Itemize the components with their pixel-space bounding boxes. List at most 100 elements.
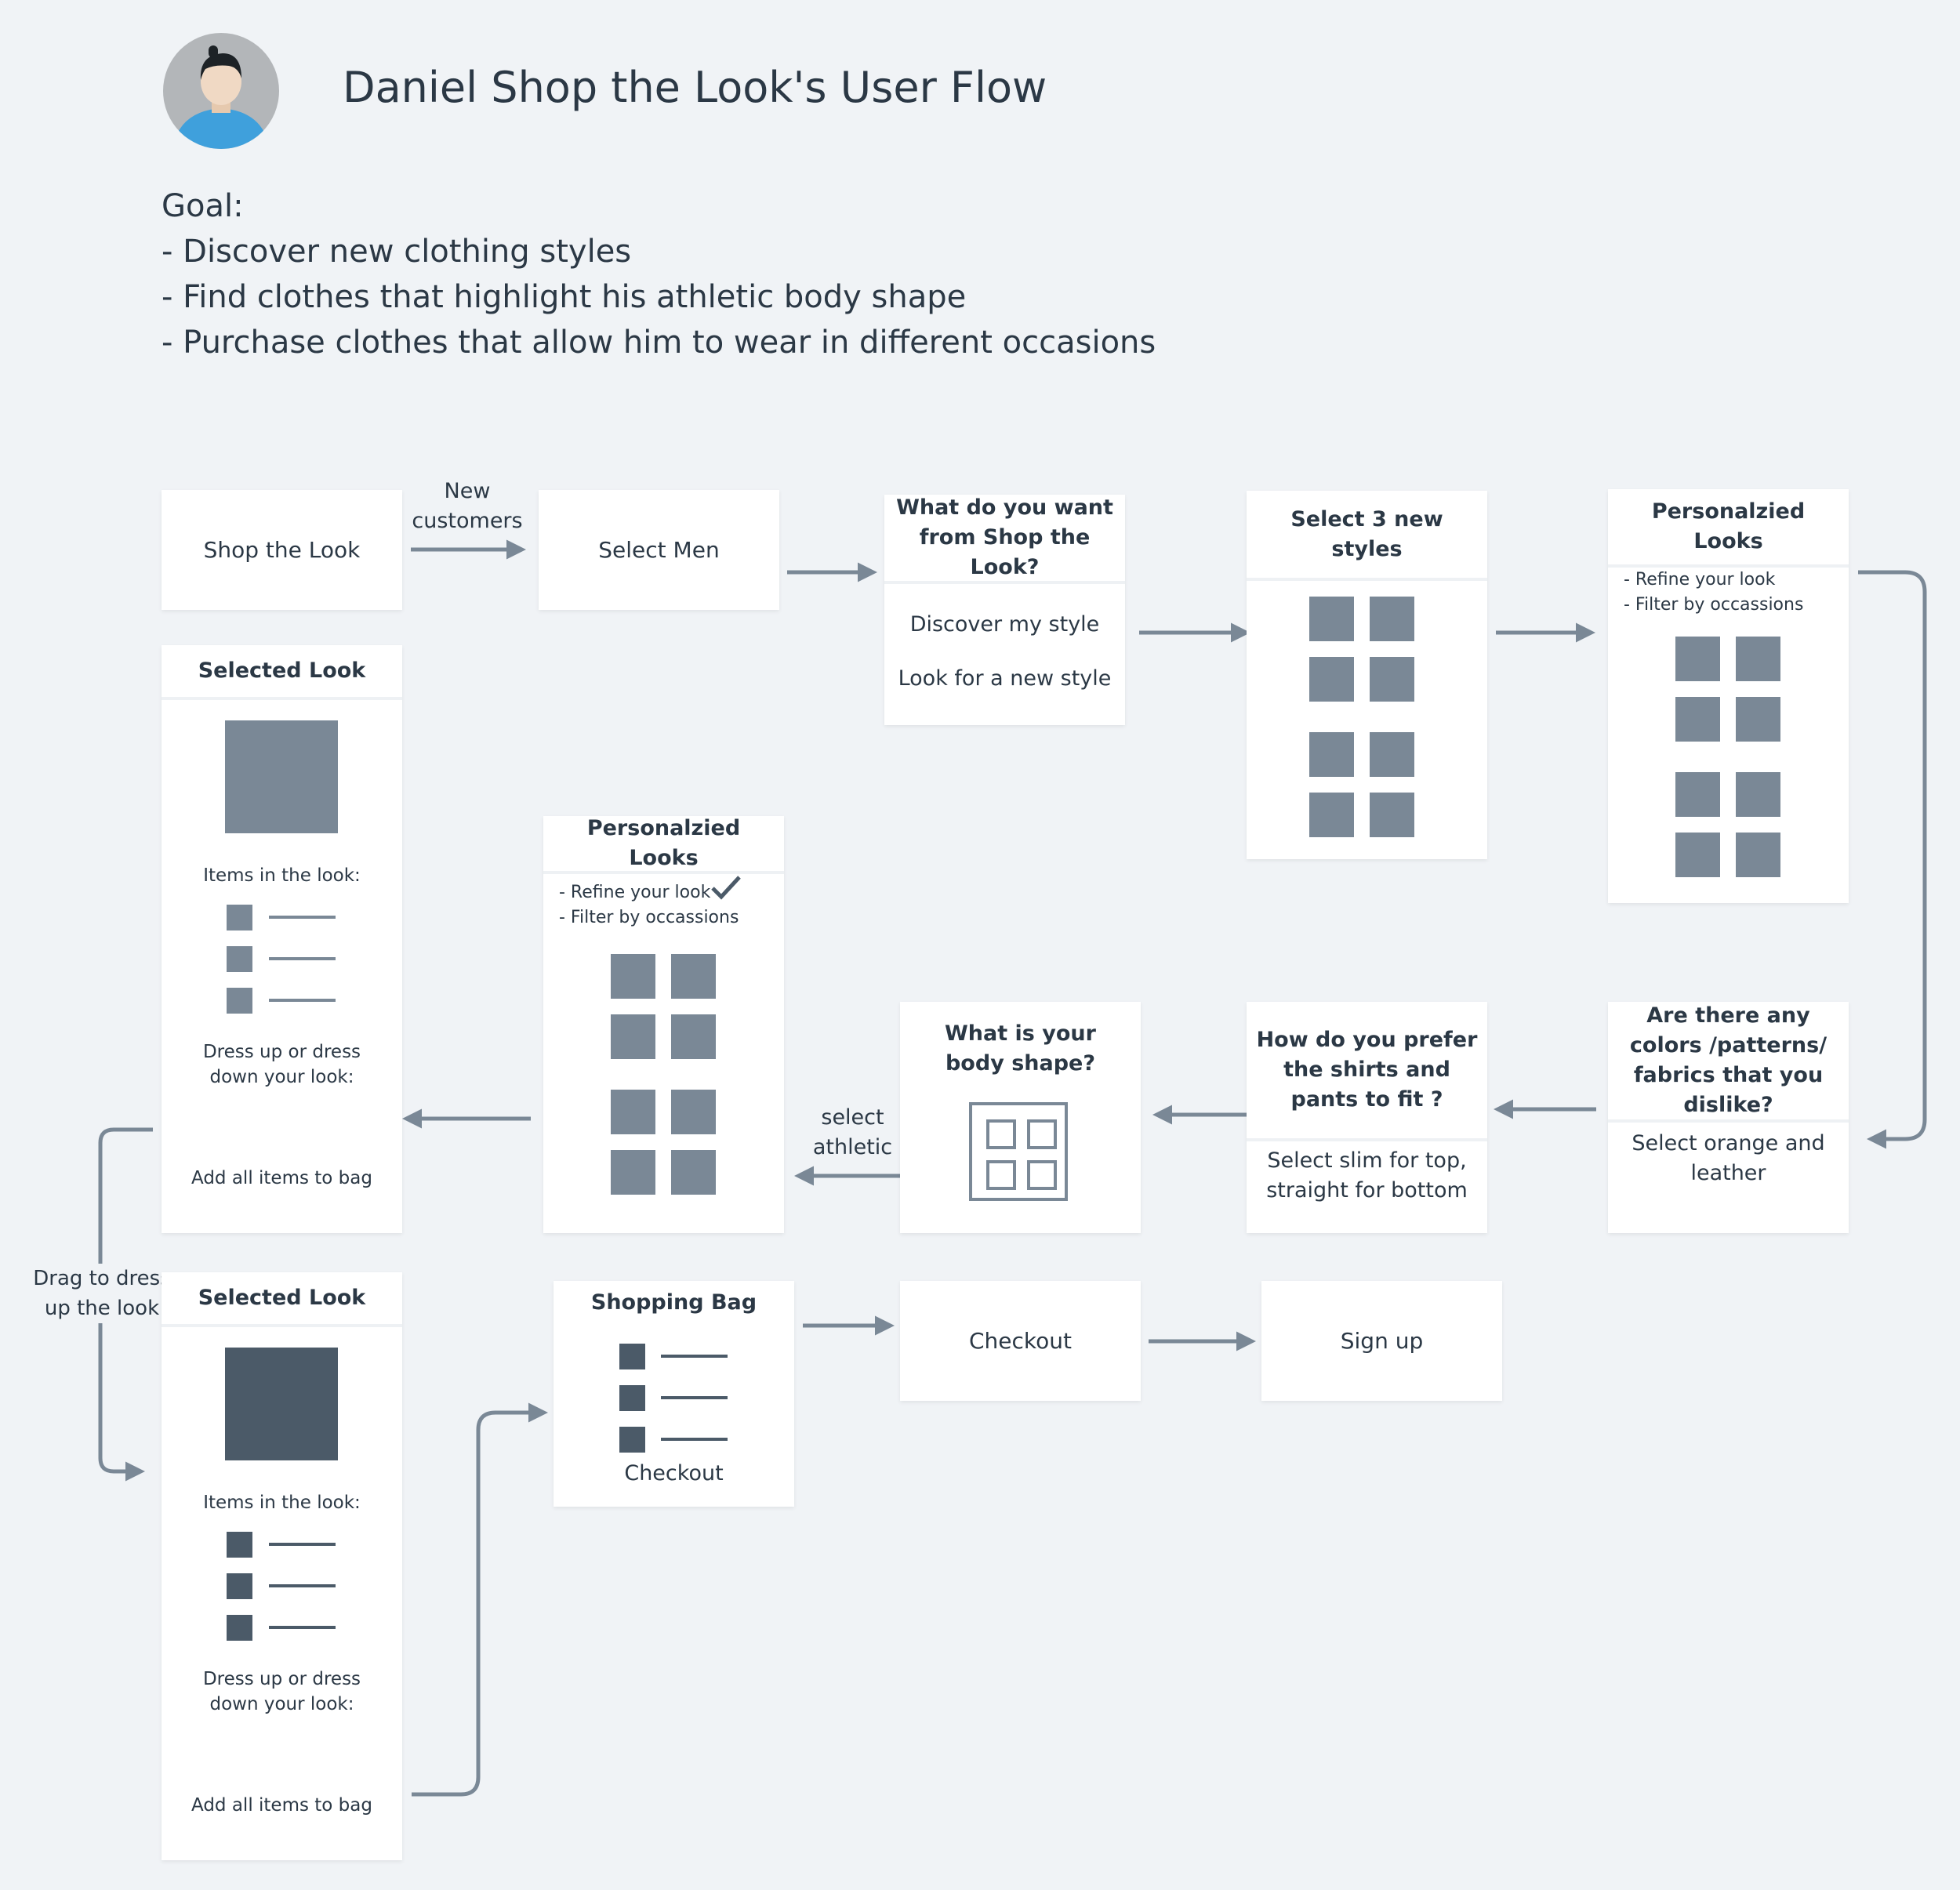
style-tile[interactable] <box>1370 732 1414 777</box>
personalized-2-title: Personalzied Looks <box>543 816 784 874</box>
node-personalized-looks-1[interactable]: Personalzied Looks - Refine your look - … <box>1608 489 1849 903</box>
style-tile[interactable] <box>1309 657 1354 702</box>
style-tile[interactable] <box>1309 597 1354 641</box>
look-tile[interactable] <box>671 954 716 999</box>
selected-look-image[interactable] <box>225 720 338 833</box>
node-shop-the-look[interactable]: Shop the Look <box>162 490 402 610</box>
body-shape-title: What is your body shape? <box>945 1021 1096 1076</box>
label-drag-to-dress: Drag to dress up the look <box>31 1264 172 1323</box>
arrow-selected-to-bag <box>412 1402 548 1797</box>
goal-heading: Goal: <box>162 188 244 224</box>
fit-question-title: How do you prefer the shirts and pants t… <box>1247 1002 1487 1141</box>
look-tile[interactable] <box>1736 697 1780 742</box>
item-line <box>269 1626 336 1629</box>
checkmark-icon <box>711 876 741 900</box>
want-title: What do you want from Shop the Look? <box>884 495 1125 584</box>
bag-item-line <box>661 1355 728 1358</box>
style-tile[interactable] <box>1370 597 1414 641</box>
dress-slider[interactable] <box>190 1739 386 1768</box>
look-tile[interactable] <box>611 1014 655 1059</box>
label-new-customers: New customers <box>412 479 523 533</box>
colors-question-title: Are there any colors /patterns/ fabrics … <box>1608 1002 1849 1123</box>
bag-item-thumb[interactable] <box>619 1344 645 1369</box>
items-in-look-label: Items in the look: <box>203 865 361 886</box>
refine-look-link-1[interactable]: - Refine your look <box>1624 570 1776 589</box>
node-select-men[interactable]: Select Men <box>539 490 779 610</box>
dress-up-label: Dress up or dress down your look: <box>202 1042 361 1087</box>
look-tile[interactable] <box>1736 772 1780 817</box>
node-sign-up[interactable]: Sign up <box>1261 1281 1502 1401</box>
look-tile[interactable] <box>1675 833 1720 877</box>
node-checkout[interactable]: Checkout <box>900 1281 1141 1401</box>
look-tile[interactable] <box>611 1150 655 1195</box>
goal-section: Goal: - Discover new clothing styles - F… <box>162 183 1156 365</box>
body-shape-option[interactable] <box>986 1119 1016 1149</box>
filter-occasions-link-1[interactable]: - Filter by occassions <box>1624 595 1804 615</box>
bag-checkout-button[interactable]: Checkout <box>624 1461 724 1486</box>
look-tile[interactable] <box>671 1090 716 1134</box>
style-tile[interactable] <box>1370 793 1414 837</box>
label-select-athletic: select athletic <box>812 1105 893 1159</box>
add-all-items-button-2[interactable]: Add all items to bag <box>191 1795 372 1816</box>
style-tile[interactable] <box>1370 657 1414 702</box>
user-avatar-icon <box>163 33 279 149</box>
bag-item-line <box>661 1438 728 1441</box>
selected-look-1-title: Selected Look <box>162 645 402 700</box>
body-shape-option[interactable] <box>1027 1160 1057 1190</box>
node-what-do-you-want[interactable]: What do you want from Shop the Look? Dis… <box>884 495 1125 725</box>
node-selected-look-2[interactable]: Selected Look Items in the look: Dress u… <box>162 1272 402 1860</box>
node-selected-look-1[interactable]: Selected Look Items in the look: Dress u… <box>162 645 402 1233</box>
item-thumb[interactable] <box>227 988 252 1014</box>
node-fit-question[interactable]: How do you prefer the shirts and pants t… <box>1247 1002 1487 1233</box>
node-personalized-looks-2[interactable]: Personalzied Looks - Refine your look - … <box>543 816 784 1233</box>
item-thumb[interactable] <box>227 946 252 972</box>
option-discover-my-style[interactable]: Discover my style <box>909 612 1100 637</box>
body-shape-option[interactable] <box>1027 1119 1057 1149</box>
bag-item-thumb[interactable] <box>619 1385 645 1411</box>
filter-occasions-link-2[interactable]: - Filter by occassions <box>559 908 739 927</box>
body-shape-option[interactable] <box>986 1160 1016 1190</box>
dress-slider[interactable] <box>183 1115 379 1144</box>
refine-look-link-2[interactable]: - Refine your look <box>559 883 711 902</box>
item-thumb[interactable] <box>227 1532 252 1558</box>
look-tile[interactable] <box>611 1090 655 1134</box>
node-body-shape-question[interactable]: What is your body shape? <box>900 1002 1141 1233</box>
look-tile[interactable] <box>611 954 655 999</box>
look-tile[interactable] <box>1736 833 1780 877</box>
item-line <box>269 916 336 919</box>
node-select-3-styles[interactable]: Select 3 new styles <box>1247 491 1487 859</box>
node-shopping-bag[interactable]: Shopping Bag Checkout <box>554 1281 794 1507</box>
item-thumb[interactable] <box>227 1615 252 1641</box>
look-tile[interactable] <box>1675 697 1720 742</box>
item-line <box>269 1543 336 1546</box>
look-tile[interactable] <box>1675 637 1720 681</box>
page-title: Daniel Shop the Look's User Flow <box>343 63 1047 112</box>
selected-look-2-title: Selected Look <box>162 1272 402 1327</box>
item-thumb[interactable] <box>227 1573 252 1599</box>
selected-look-image[interactable] <box>225 1348 338 1460</box>
look-tile[interactable] <box>1736 637 1780 681</box>
look-tile[interactable] <box>671 1150 716 1195</box>
item-line <box>269 999 336 1002</box>
style-tile[interactable] <box>1309 793 1354 837</box>
select-styles-title: Select 3 new styles <box>1247 491 1487 581</box>
dress-up-label: Dress up or dress down your look: <box>202 1669 361 1714</box>
option-look-for-new-style[interactable]: Look for a new style <box>898 666 1112 691</box>
body-shape-grid-icon[interactable] <box>969 1102 1068 1201</box>
goal-item-2: - Find clothes that highlight his athlet… <box>162 279 967 315</box>
arrow-personalized-to-colors <box>1858 570 1927 1149</box>
shopping-bag-title: Shopping Bag <box>590 1290 757 1315</box>
look-tile[interactable] <box>1675 772 1720 817</box>
items-in-look-label: Items in the look: <box>203 1493 361 1513</box>
bag-item-line <box>661 1396 728 1399</box>
item-thumb[interactable] <box>227 905 252 930</box>
goal-item-3: - Purchase clothes that allow him to wea… <box>162 325 1156 361</box>
node-colors-question[interactable]: Are there any colors /patterns/ fabrics … <box>1608 1002 1849 1233</box>
add-all-items-button-1[interactable]: Add all items to bag <box>191 1168 372 1188</box>
style-tile[interactable] <box>1309 732 1354 777</box>
bag-item-thumb[interactable] <box>619 1427 645 1453</box>
colors-answer[interactable]: Select orange and leather <box>1632 1131 1825 1185</box>
look-tile[interactable] <box>671 1014 716 1059</box>
personalized-1-title: Personalzied Looks <box>1608 489 1849 568</box>
fit-answer[interactable]: Select slim for top, straight for bottom <box>1266 1148 1468 1203</box>
